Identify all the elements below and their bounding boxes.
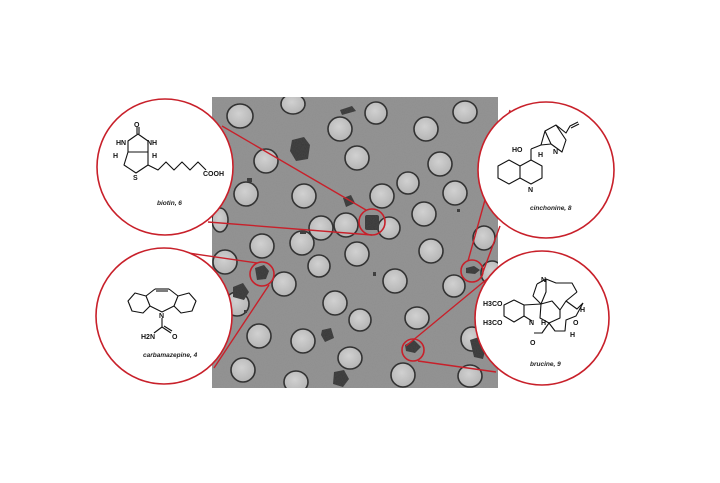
brucine-atom-h3co-top: H3CO	[483, 301, 503, 308]
cinchonine-atom-n-ring: N	[528, 187, 533, 194]
carbamazepine-callout-circle	[95, 247, 233, 385]
biotin-atom-s: S	[133, 175, 138, 182]
biotin-callout-line-bottom	[207, 221, 373, 236]
brucine-callout-circle	[474, 250, 610, 386]
carbamazepine-callout-line-bottom	[213, 284, 270, 369]
biotin-atom-h-right: H	[152, 153, 157, 160]
brucine-label: brucine, 9	[530, 361, 561, 368]
brucine-callout-line-bottom	[417, 360, 497, 373]
biotin-crystal-marker[interactable]	[358, 208, 386, 236]
callout-carbamazepine: N H2N O carbamazepine, 4	[95, 247, 233, 385]
brucine-atom-n-amide: N	[529, 320, 534, 327]
brucine-atom-o-ether: O	[573, 320, 579, 327]
micrograph	[212, 97, 498, 388]
brucine-atom-h-center: H	[541, 320, 546, 327]
biotin-callout-circle	[96, 98, 234, 236]
cinchonine-atom-h: H	[538, 152, 543, 159]
brucine-crystal-marker[interactable]	[401, 338, 425, 362]
cinchonine-atom-ho: HO	[512, 147, 523, 154]
carbamazepine-atom-n: N	[159, 313, 164, 320]
brucine-atom-h3co-bottom: H3CO	[483, 320, 503, 327]
cinchonine-structure	[497, 121, 580, 185]
brucine-atom-h-lower: H	[570, 332, 575, 339]
carbamazepine-callout-line-top	[187, 252, 258, 264]
highlight-circles	[249, 208, 484, 362]
biotin-label: biotin, 6	[157, 200, 182, 207]
carbamazepine-atom-h2n: H2N	[141, 334, 155, 341]
cinchonine-crystal-marker[interactable]	[460, 259, 484, 283]
callout-cinchonine: HO H N N cinchonine, 8	[477, 101, 615, 239]
carbamazepine-label: carbamazepine, 4	[143, 352, 198, 359]
biotin-atom-o: O	[134, 122, 140, 129]
cinchonine-label: cinchonine, 8	[530, 205, 572, 212]
callout-biotin: O HN NH H H S COOH biotin, 6	[96, 98, 234, 236]
callout-brucine: N H3CO H3CO N H H O H O brucine, 9	[474, 250, 610, 386]
brucine-callout-line-top	[405, 269, 499, 347]
biotin-callout-line-top	[221, 125, 367, 211]
brucine-atom-n-top: N	[541, 277, 546, 284]
cinchonine-atom-n-bridge: N	[553, 149, 558, 156]
brucine-atom-o-carbonyl: O	[530, 340, 536, 347]
cinchonine-callout-circle	[477, 101, 615, 239]
biotin-structure	[123, 127, 207, 174]
biotin-atom-nh: NH	[147, 140, 157, 147]
biotin-atom-h-left: H	[113, 153, 118, 160]
biotin-atom-cooh: COOH	[203, 171, 224, 178]
cinchonine-callout-line-bottom	[482, 225, 501, 273]
carbamazepine-crystal-marker[interactable]	[249, 261, 275, 287]
carbamazepine-atom-o: O	[172, 334, 178, 341]
brucine-structure	[503, 278, 584, 334]
biotin-atom-hn: HN	[116, 140, 126, 147]
carbamazepine-structure	[127, 288, 197, 334]
brucine-atom-h-right: H	[580, 307, 585, 314]
